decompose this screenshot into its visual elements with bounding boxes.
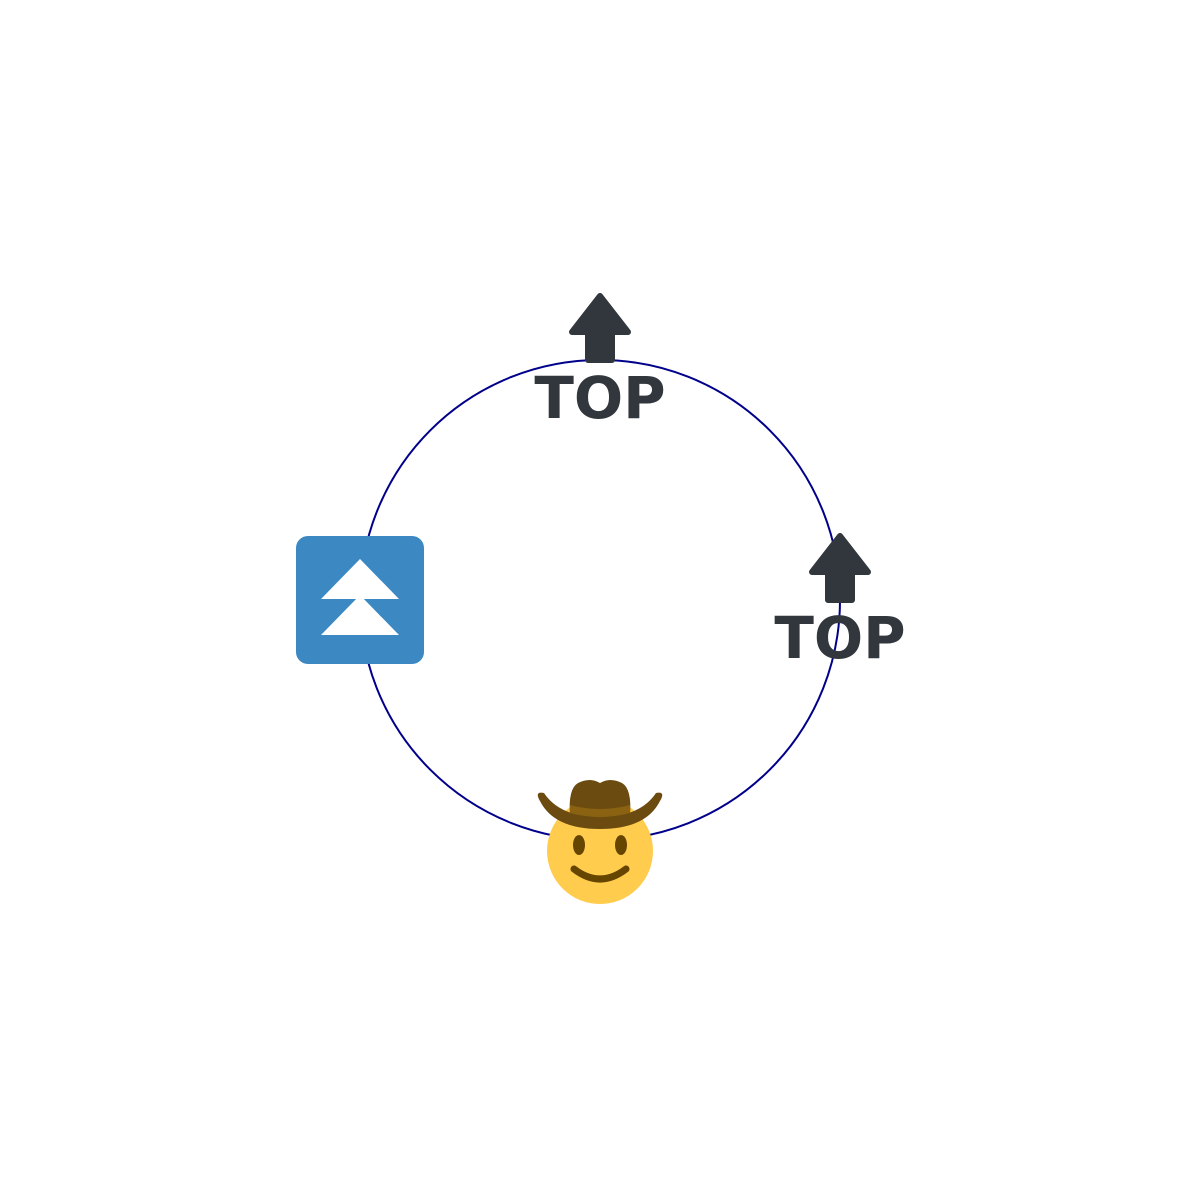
top-label: TOP <box>534 364 665 432</box>
top-label: TOP <box>774 604 905 672</box>
ring <box>359 359 841 841</box>
fast-up-button-icon <box>296 536 424 664</box>
cowboy-hat-face-icon <box>537 780 663 904</box>
top-arrow-icon: TOP <box>774 533 906 672</box>
top-arrow-icon: TOP <box>534 293 666 432</box>
